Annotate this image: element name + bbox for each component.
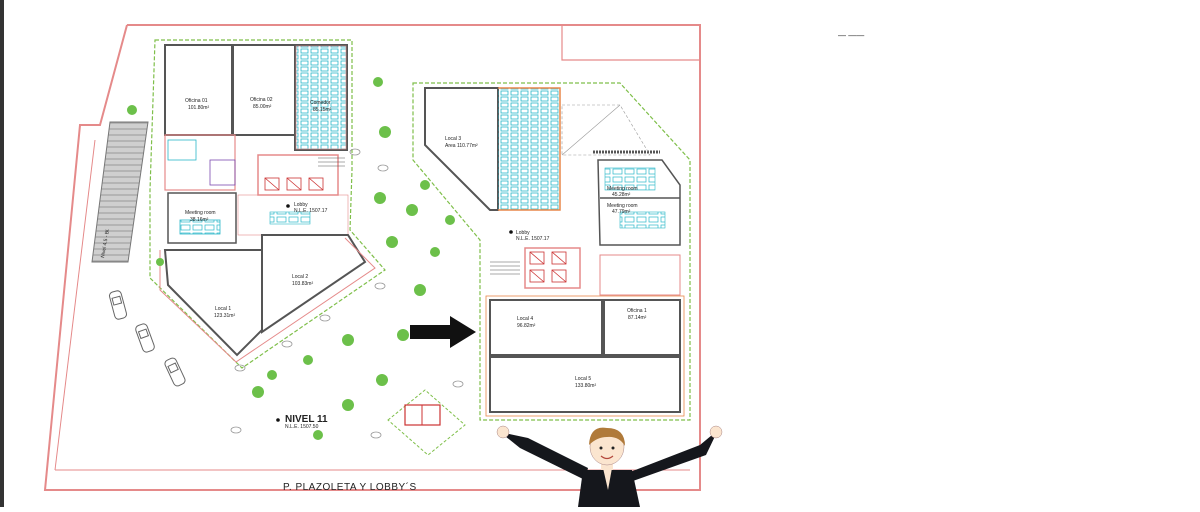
kiosk-building bbox=[387, 389, 466, 456]
oficina02-area: 85.00m² bbox=[253, 104, 272, 110]
oficina01-area: 101.80m² bbox=[188, 105, 209, 111]
local1-area: 123.31m² bbox=[214, 313, 235, 319]
parked-cars bbox=[108, 290, 186, 387]
left-building-labels: Oficina 01 101.80m² Oficina 02 85.00m² C… bbox=[185, 97, 332, 319]
meeting1-area: 45.28m² bbox=[612, 192, 631, 198]
lobby-left-name: Lobby bbox=[294, 202, 308, 208]
meeting1-name: Meeting room bbox=[607, 186, 638, 192]
left-edge-bar bbox=[0, 0, 4, 507]
footer-title: P. PLAZOLETA Y LOBBY´S bbox=[283, 481, 417, 493]
lobby-right-sub: N.L.E. 1507.17 bbox=[516, 236, 550, 242]
local5-name: Local 5 bbox=[575, 376, 591, 382]
local1-name: Local 1 bbox=[215, 306, 231, 312]
meeting-area: 38.16m² bbox=[190, 217, 209, 223]
local2-area: 103.83m² bbox=[292, 281, 313, 287]
level-title-text: NIVEL 11 bbox=[285, 414, 328, 425]
local2-name: Local 2 bbox=[292, 274, 308, 280]
scale-mark: — —— bbox=[838, 31, 864, 40]
local3-name: Local 3 bbox=[445, 136, 461, 142]
lobby-left-sub: N.L.E. 1507.17 bbox=[294, 208, 328, 214]
local3-area: Area 110.77m² bbox=[445, 143, 478, 149]
oficina02-name: Oficina 02 bbox=[250, 97, 273, 103]
comedor-name: Comedor bbox=[310, 100, 331, 106]
parking-ramp: Nivel 4.5 - Bl. bbox=[91, 121, 149, 263]
level-subtitle: N.L.E. 1507.50 bbox=[285, 424, 319, 430]
level-title: NIVEL 11 N.L.E. 1507.50 bbox=[276, 414, 328, 430]
oficina1-name: Oficina 1 bbox=[627, 308, 647, 314]
local5-area: 133.80m² bbox=[575, 383, 596, 389]
right-building-labels: Local 3 Area 110.77m² Meeting room 45.28… bbox=[445, 136, 647, 389]
local4-name: Local 4 bbox=[517, 316, 533, 322]
meeting-name: Meeting room bbox=[185, 210, 216, 216]
site-boundary bbox=[43, 24, 701, 491]
presenter-character bbox=[496, 425, 723, 507]
oficina1-area: 87.14m² bbox=[628, 315, 647, 321]
pointer-arrow bbox=[410, 316, 476, 348]
local4-area: 96.82m² bbox=[517, 323, 536, 329]
parking-label: Nivel 4.5 - Bl. bbox=[100, 228, 111, 258]
landscape-trees bbox=[127, 77, 455, 440]
right-building bbox=[412, 82, 691, 421]
lobby-right-name: Lobby bbox=[516, 230, 530, 236]
meeting2-name: Meeting room bbox=[607, 203, 638, 209]
stepping-stones bbox=[230, 148, 464, 439]
left-building bbox=[149, 39, 386, 369]
comedor-area: 85.15m² bbox=[313, 107, 332, 113]
meeting2-area: 47.79m² bbox=[612, 209, 631, 215]
oficina01-name: Oficina 01 bbox=[185, 98, 208, 104]
